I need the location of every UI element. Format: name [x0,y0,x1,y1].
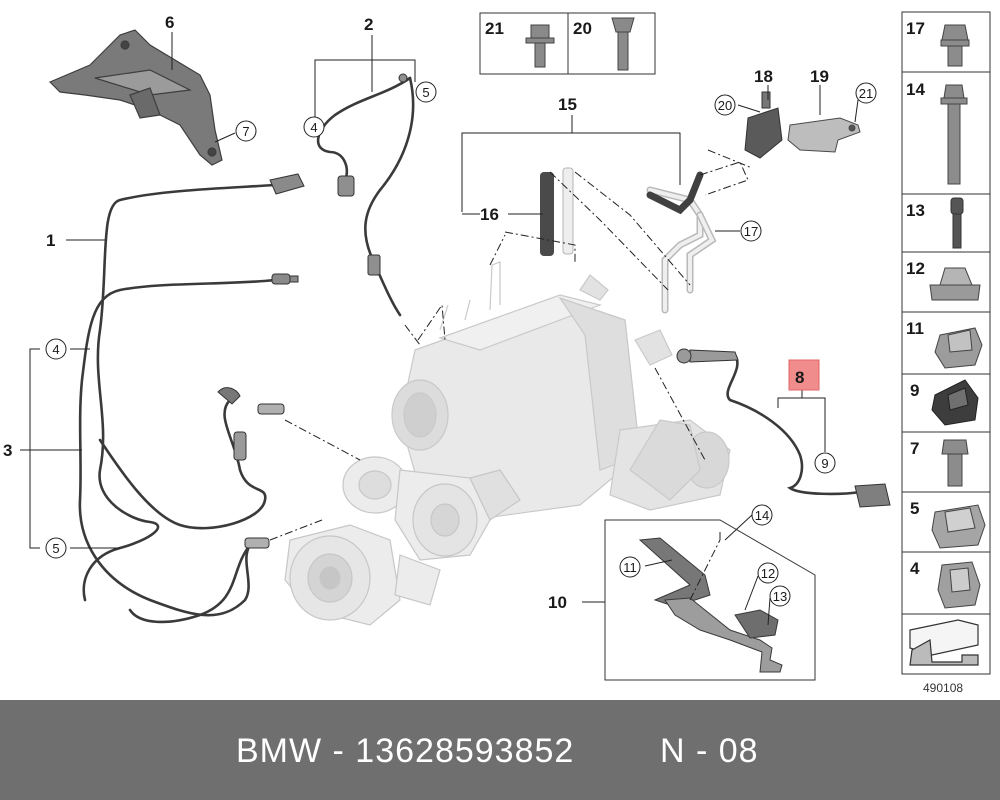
callout-9: 9 [821,456,828,471]
callout-12: 12 [761,566,775,581]
dash-dot-lines [269,149,753,601]
sensor-cables-left [78,183,277,624]
sidebar-label-17: 17 [906,19,925,38]
inset-box-part-10 [604,519,816,681]
bracket-part-6 [48,29,223,166]
callout-circle-5-left [45,537,67,559]
sensor-cable-part-8-plugs [676,348,891,508]
sensor-cable-part-2 [316,76,415,317]
callout-circle-4-left [45,338,67,360]
callout-20: 20 [718,98,732,113]
callout-5-top: 5 [422,85,429,100]
callout-circle-12 [757,562,779,584]
footer-bar: BMW - 13628593852 N - 08 [0,700,1000,800]
callout-circle-11 [619,556,641,578]
pressure-sensor-part-18 [744,91,783,159]
clip-icon-5 [931,504,986,549]
callout-5-left: 5 [52,541,59,556]
callout-14: 14 [755,508,769,523]
label-8: 8 [795,368,804,387]
callout-circle-13 [769,585,791,607]
sensor-cable-part-8 [726,353,862,496]
leader-lines [20,32,859,626]
label-15: 15 [558,95,577,114]
label-3: 3 [3,441,12,460]
sidebar-label-7: 7 [910,439,919,458]
callout-circle-20 [714,94,736,116]
label-2: 2 [364,15,373,34]
callout-circle-4-top [303,116,325,138]
label-6: 6 [165,13,174,32]
bolt-icon-14 [940,84,968,185]
highlight-part-8 [788,359,820,391]
clip-icon-11 [934,327,983,369]
footer-code: N - 08 [660,732,759,770]
holder-part-19 [787,117,861,153]
sidebar-label-9: 9 [910,381,919,400]
callout-circle-14 [751,504,773,526]
callout-circle-7 [235,120,257,142]
callout-11: 11 [623,560,637,575]
callout-circle-9 [814,452,836,474]
sidebar-label-14: 14 [906,80,925,99]
callout-circle-21 [855,82,877,104]
bolt-icon-17 [940,24,970,67]
sensor-cable-part-2-plugs [337,73,408,276]
arrow-icon [909,619,979,666]
sidebar-label-13: 13 [906,201,925,220]
callout-4-top: 4 [310,120,317,135]
pipe-assembly-part-15 [646,171,717,314]
parts-sidebar [901,11,991,675]
callout-13: 13 [773,589,787,604]
callout-circle-17 [740,220,762,242]
clip-icon-9 [931,379,979,426]
screw-part-21 [525,24,555,68]
callout-7: 7 [242,124,249,139]
sidebar-label-5: 5 [910,499,919,518]
sidebar-label-11: 11 [906,319,924,338]
label-16: 16 [480,205,499,224]
label-1: 1 [46,231,55,250]
footer-part-number: BMW - 13628593852 [236,732,575,770]
callout-4-left: 4 [52,342,59,357]
label-18: 18 [754,67,773,86]
particulate-filter-assembly [391,261,731,521]
label-21-box: 21 [485,19,504,38]
bracket-parts-inset [638,537,783,673]
sidebar-label-12: 12 [906,259,925,278]
clip-icon-4 [937,561,981,609]
callout-17: 17 [744,224,758,239]
figure-id: 490108 [923,681,963,695]
turbocharger [284,456,521,626]
screw-part-20 [611,17,635,71]
sensor-plugs [217,173,305,549]
label-19: 19 [810,67,829,86]
pin-icon-13 [950,197,964,249]
sidebar-label-4: 4 [910,559,920,578]
callout-21: 21 [859,86,873,101]
vacuum-pipes-part-16 [540,167,574,256]
callout-circle-5-top [415,81,437,103]
label-10: 10 [548,593,567,612]
clip-nut-icon-12 [929,267,981,301]
label-20-box: 20 [573,19,592,38]
bolt-icon-7 [941,439,969,487]
